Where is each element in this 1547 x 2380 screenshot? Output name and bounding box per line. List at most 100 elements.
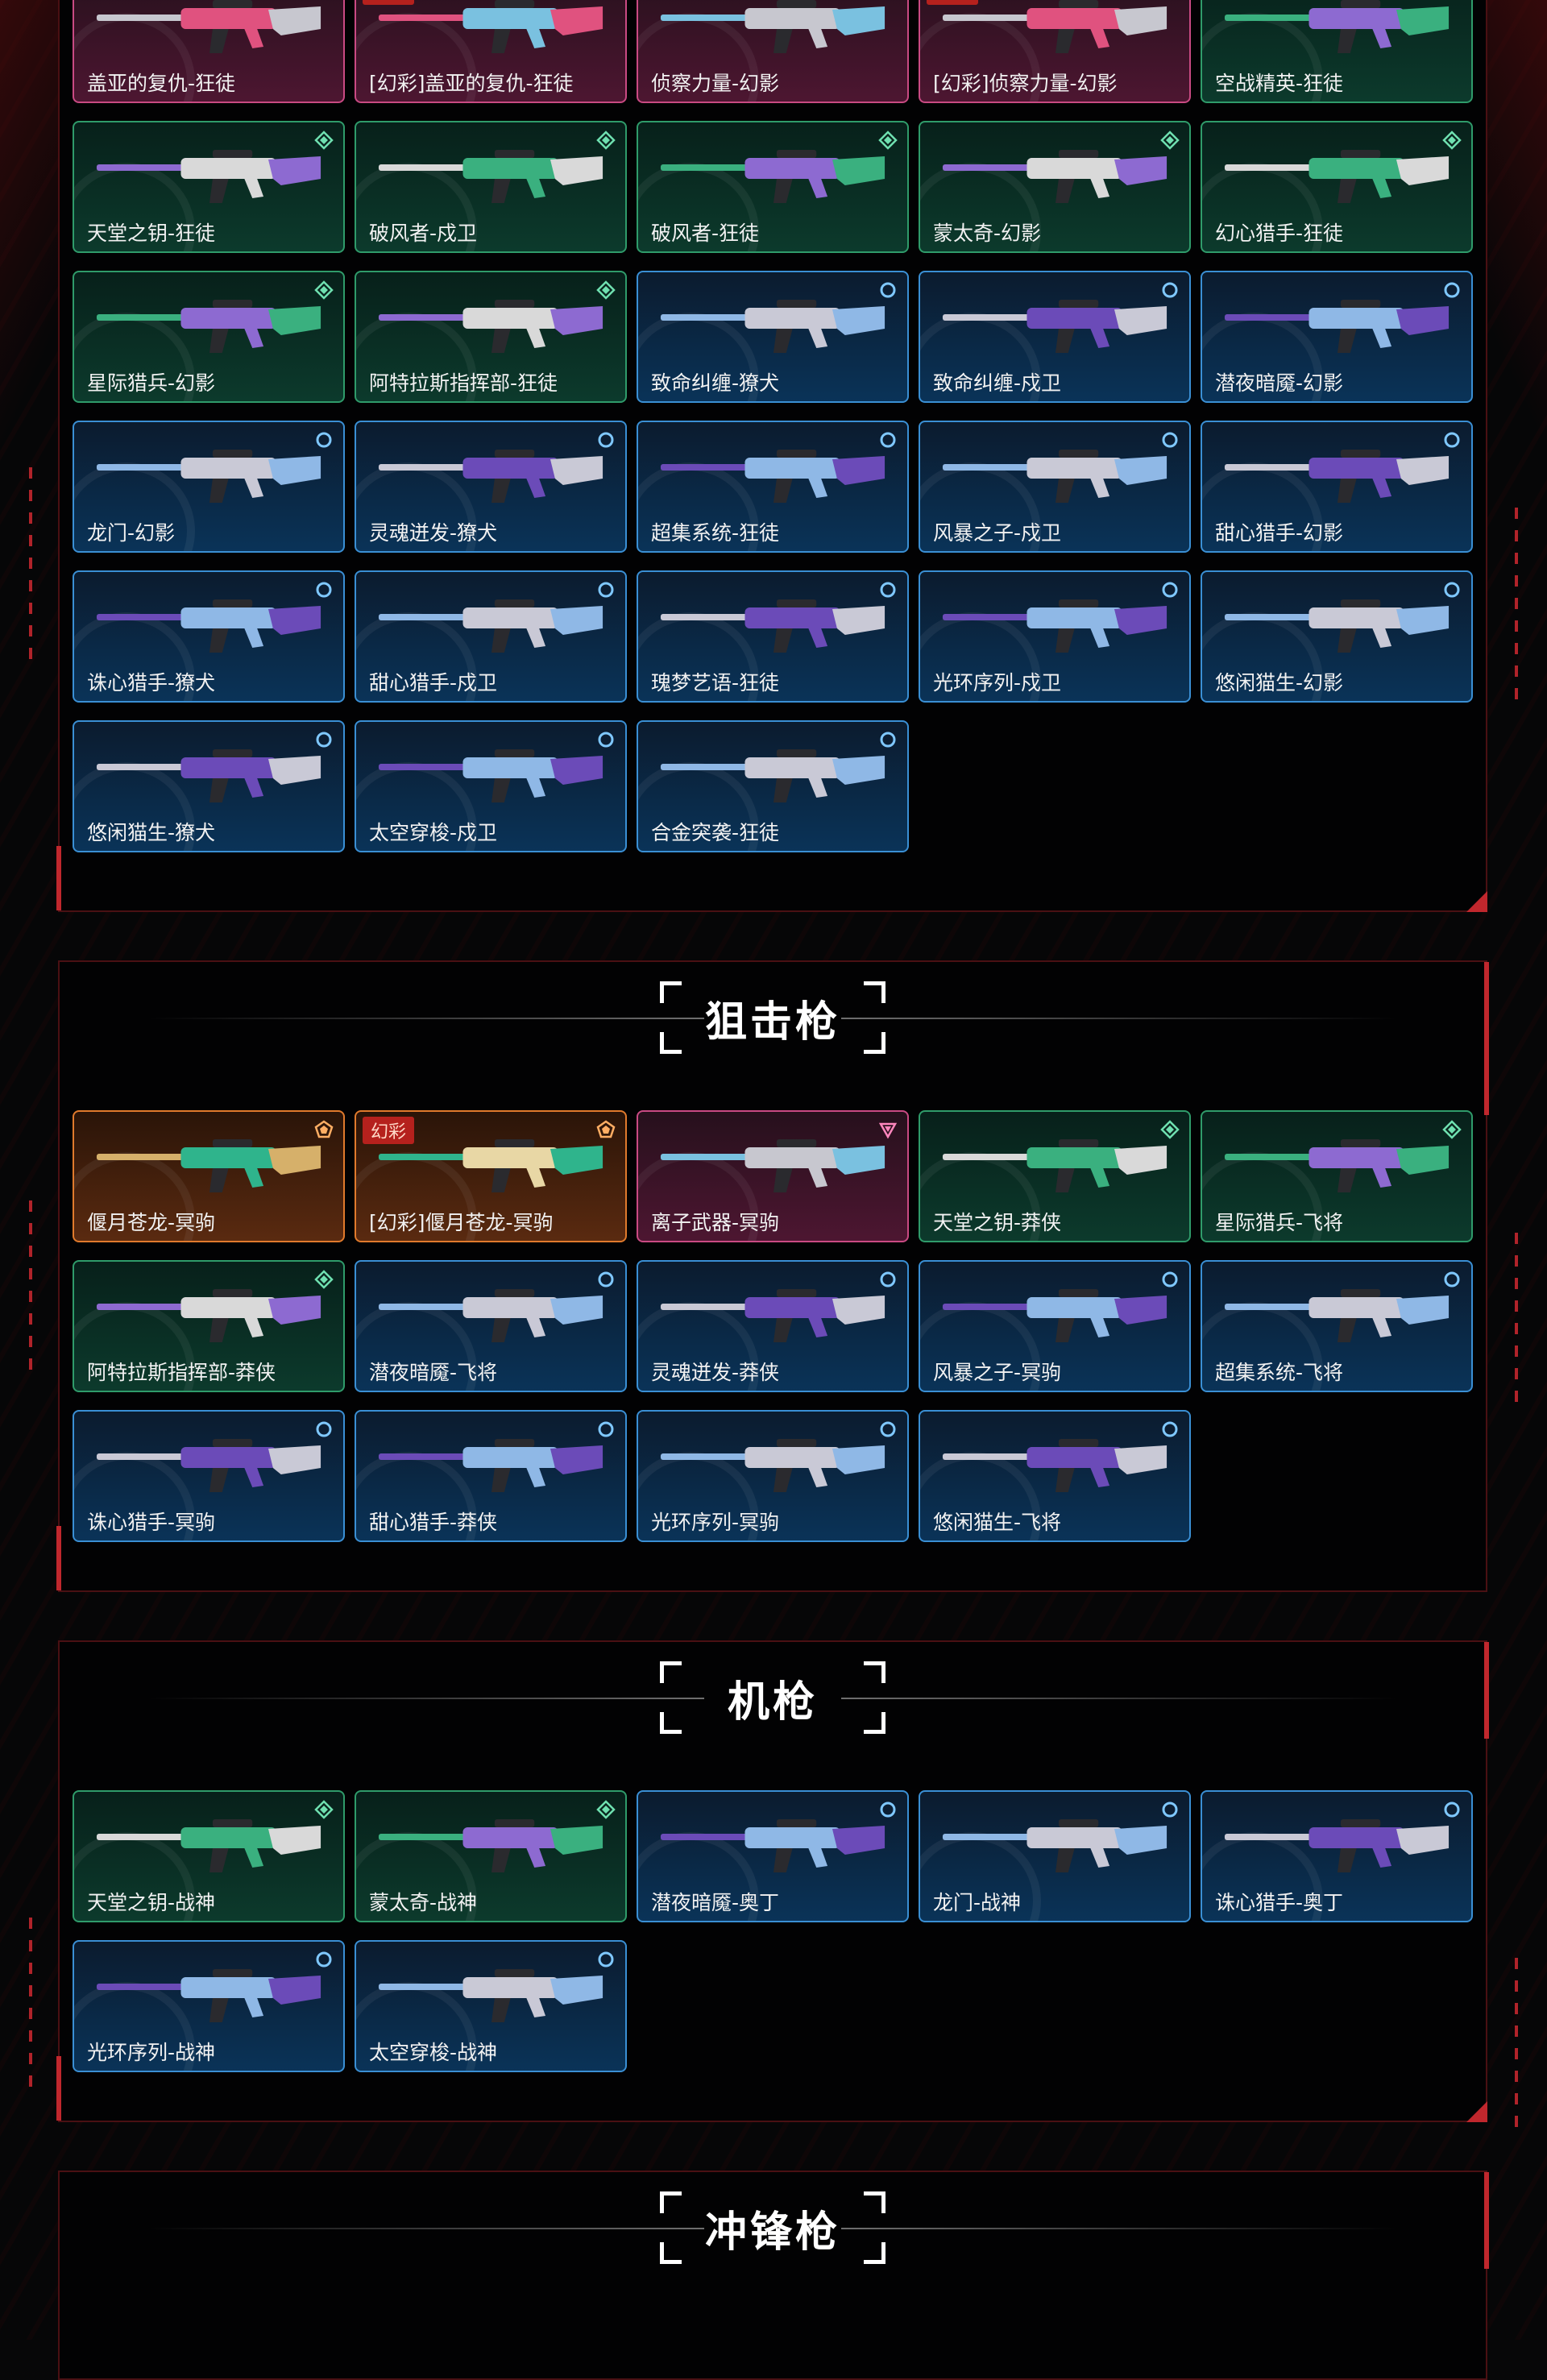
skin-card[interactable]: 龙门-幻影 [73,421,345,553]
skin-name: 超集系统-狂徒 [651,521,780,545]
skin-card[interactable]: 盖亚的复仇-狂徒 [73,0,345,103]
skin-name: 悠闲猫生-幻影 [1215,671,1344,695]
skin-name: 甜心猎手-幻影 [1215,521,1344,545]
weapon-skin-image [375,0,606,58]
skin-card[interactable]: 诛心猎手-奥丁 [1201,1790,1473,1922]
diamond-icon [314,280,334,300]
skin-card[interactable]: 幻彩[幻彩]偃月苍龙-冥驹 [355,1110,627,1242]
section-title: 机枪 [727,1677,818,1727]
skin-card[interactable]: 甜心猎手-莽侠 [355,1410,627,1542]
ring-icon [1442,580,1462,599]
skin-name: 光环序列-冥驹 [651,1511,780,1534]
skin-card[interactable]: 星际猎兵-飞将 [1201,1110,1473,1242]
smg-panel: 冲锋枪 [58,2171,1489,2380]
weapon-skin-image [657,0,888,58]
weapon-skin-image [939,443,1170,508]
weapon-skin-image [939,1283,1170,1347]
skin-card[interactable]: 破风者-狂徒 [637,121,909,253]
skin-card[interactable]: 诛心猎手-獠犬 [73,570,345,703]
skin-card[interactable]: 破风者-戍卫 [355,121,627,253]
skin-card[interactable]: 天堂之钥-莽侠 [919,1110,1191,1242]
weapon-skin-image [375,743,606,807]
weapon-skin-image [375,1813,606,1877]
weapon-skin-image [1221,1133,1452,1197]
skin-name: 天堂之钥-莽侠 [933,1211,1062,1234]
weapon-skin-image [93,293,324,358]
skin-name: [幻彩]盖亚的复仇-狂徒 [369,72,574,95]
weapon-skin-image [375,443,606,508]
skin-card[interactable]: 悠闲猫生-飞将 [919,1410,1191,1542]
skin-card[interactable]: 太空穿梭-戍卫 [355,720,627,852]
ring-icon [596,730,616,749]
skin-card[interactable]: 幻彩[幻彩]盖亚的复仇-狂徒 [355,0,627,103]
skin-card[interactable]: 超集系统-狂徒 [637,421,909,553]
skin-card[interactable]: 偃月苍龙-冥驹 [73,1110,345,1242]
weapon-skin-image [93,1813,324,1877]
skin-name: 诛心猎手-獠犬 [87,671,216,695]
skin-card[interactable]: 光环序列-战神 [73,1940,345,2072]
left-side-ticks [29,1200,34,1381]
ring-icon [314,1420,334,1439]
skin-card[interactable]: 光环序列-冥驹 [637,1410,909,1542]
weapon-skin-image [1221,1283,1452,1347]
weapon-skin-image [93,143,324,208]
skin-card[interactable]: 天堂之钥-战神 [73,1790,345,1922]
diamond-icon [1442,131,1462,150]
section-title: 冲锋枪 [704,2208,840,2257]
ring-icon [878,1800,898,1819]
skin-card[interactable]: 阿特拉斯指挥部-狂徒 [355,271,627,403]
skin-card[interactable]: 灵魂迸发-莽侠 [637,1260,909,1392]
ring-icon [878,430,898,450]
skin-card[interactable]: 悠闲猫生-獠犬 [73,720,345,852]
skin-name: 悠闲猫生-獠犬 [87,821,216,844]
skin-card[interactable]: 甜心猎手-幻影 [1201,421,1473,553]
skin-card[interactable]: 悠闲猫生-幻影 [1201,570,1473,703]
skin-name: 盖亚的复仇-狂徒 [87,72,236,95]
skin-card[interactable]: 灵魂迸发-獠犬 [355,421,627,553]
skin-card[interactable]: 蒙太奇-战神 [355,1790,627,1922]
diamond-icon [596,131,616,150]
weapon-skin-image [1221,293,1452,358]
ring-icon [1160,1270,1180,1289]
skin-card[interactable]: 天堂之钥-狂徒 [73,121,345,253]
left-side-ticks [29,467,34,670]
skin-name: 蒙太奇-战神 [369,1891,478,1914]
skin-card[interactable]: 诛心猎手-冥驹 [73,1410,345,1542]
skin-card[interactable]: 潜夜暗魇-飞将 [355,1260,627,1392]
skin-card[interactable]: 幻彩[幻彩]侦察力量-幻影 [919,0,1191,103]
skin-card[interactable]: 离子武器-冥驹 [637,1110,909,1242]
skin-card[interactable]: 星际猎兵-幻影 [73,271,345,403]
ring-icon [878,1420,898,1439]
ring-icon [596,580,616,599]
skin-card[interactable]: 超集系统-飞将 [1201,1260,1473,1392]
skin-name: 太空穿梭-战神 [369,2041,498,2064]
ring-icon [1442,280,1462,300]
skin-card[interactable]: 风暴之子-戍卫 [919,421,1191,553]
skin-name: 天堂之钥-狂徒 [87,222,216,245]
skin-card[interactable]: 光环序列-戍卫 [919,570,1191,703]
skin-card[interactable]: 空战精英-狂徒 [1201,0,1473,103]
skin-card[interactable]: 瑰梦艺语-狂徒 [637,570,909,703]
weapon-skin-image [375,593,606,657]
skin-card[interactable]: 潜夜暗魇-幻影 [1201,271,1473,403]
skin-name: 合金突袭-狂徒 [651,821,780,844]
diamond-icon [878,131,898,150]
skin-card[interactable]: 阿特拉斯指挥部-莽侠 [73,1260,345,1392]
skin-name: 龙门-幻影 [87,521,176,545]
skin-card[interactable]: 合金突袭-狂徒 [637,720,909,852]
skin-name: 幻心猎手-狂徒 [1215,222,1344,245]
skin-card[interactable]: 致命纠缠-獠犬 [637,271,909,403]
skin-card[interactable]: 甜心猎手-戍卫 [355,570,627,703]
skin-card[interactable]: 蒙太奇-幻影 [919,121,1191,253]
skin-card[interactable]: 幻心猎手-狂徒 [1201,121,1473,253]
skin-name: 侦察力量-幻影 [651,72,780,95]
skin-card[interactable]: 致命纠缠-戍卫 [919,271,1191,403]
skin-card[interactable]: 潜夜暗魇-奥丁 [637,1790,909,1922]
weapon-skin-image [1221,593,1452,657]
skin-name: 风暴之子-冥驹 [933,1361,1062,1384]
skin-card[interactable]: 太空穿梭-战神 [355,1940,627,2072]
skin-card[interactable]: 风暴之子-冥驹 [919,1260,1191,1392]
skin-card[interactable]: 龙门-战神 [919,1790,1191,1922]
skin-card[interactable]: 侦察力量-幻影 [637,0,909,103]
pentagon-icon [596,1120,616,1139]
